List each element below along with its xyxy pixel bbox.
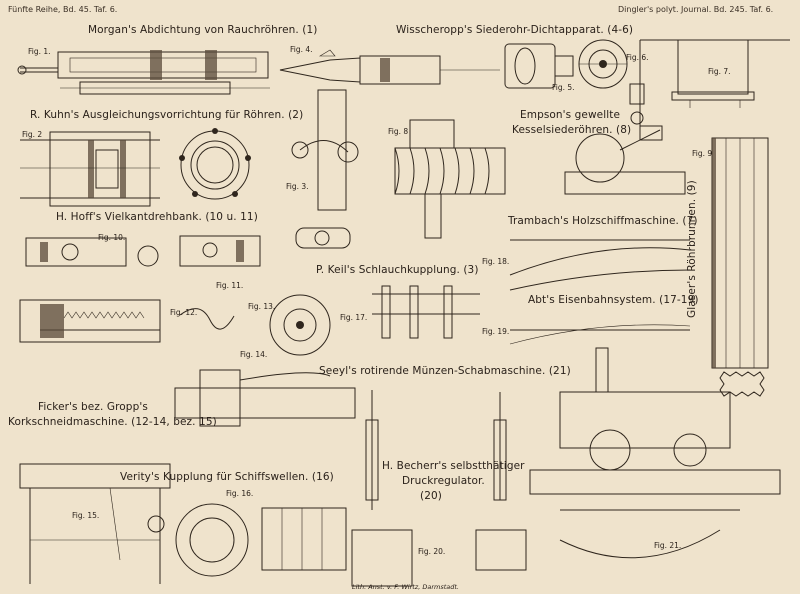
fig7-drawing — [629, 39, 790, 130]
footer-imprint: Lith. Anst. v. F. Wirtz, Darmstadt. — [352, 583, 459, 591]
fig8-drawing — [394, 119, 506, 239]
fig5-drawing — [504, 43, 574, 89]
title-ficker-1: Ficker's bez. Gropp's — [38, 401, 148, 413]
fig15-drawing — [19, 463, 171, 584]
title-seeyl: Seeyl's rotirende Münzen-Schabmaschine. … — [319, 365, 571, 377]
fig16-drawing — [175, 503, 347, 577]
fig-10-label: Fig. 10. — [98, 233, 126, 242]
fig-6-label: Fig. 6. — [626, 53, 649, 62]
fig-11-label: Fig. 11. — [216, 281, 244, 290]
fig-14-label: Fig. 14. — [240, 350, 268, 359]
flange-drawing — [179, 128, 251, 200]
fig10-11-drawing — [25, 235, 261, 267]
fig-12-label: Fig. 12. — [170, 308, 198, 317]
fig12-14-drawing — [19, 294, 331, 356]
empson-drawing — [564, 125, 686, 195]
title-abt: Abt's Eisenbahnsystem. (17-19) — [528, 294, 699, 306]
fig2-drawing — [20, 131, 160, 207]
fig-1-label: Fig. 1. — [28, 47, 51, 56]
title-ficker-2: Korkschneidmaschine. (12-14, bez. 15) — [8, 416, 217, 428]
fig4-drawing — [279, 49, 500, 85]
title-verity: Verity's Kupplung für Schiffswellen. (16… — [120, 471, 334, 483]
fig20-drawing — [351, 390, 527, 587]
fig-18-label: Fig. 18. — [482, 257, 510, 266]
fig-7-label: Fig. 7. — [708, 67, 731, 76]
header-left: Fünfte Reihe, Bd. 45. Taf. 6. — [8, 5, 118, 14]
fig9-drawing — [711, 137, 769, 397]
fig-20-label: Fig. 20. — [418, 547, 446, 556]
fig-19-label: Fig. 19. — [482, 327, 510, 336]
title-becherr-1: H. Becherr's selbstthätiger — [382, 460, 525, 472]
fig21-drawing — [174, 347, 781, 559]
title-hoff: H. Hoff's Vielkantdrehbank. (10 u. 11) — [56, 211, 258, 223]
fig-21-label: Fig. 21. — [654, 541, 682, 550]
header-right: Dingler's polyt. Journal. Bd. 245. Taf. … — [618, 5, 774, 14]
fig-3-label: Fig. 3. — [286, 182, 309, 191]
title-morgan: Morgan's Abdichtung von Rauchröhren. (1) — [88, 24, 318, 36]
title-trambach: Trambach's Holzschiffmaschine. (7) — [508, 215, 698, 227]
fig3-drawing — [291, 89, 359, 249]
fig-9-label: Fig. 9 — [692, 149, 713, 158]
fig-2-label: Fig. 2 — [22, 130, 43, 139]
fig-8-label: Fig. 8 — [388, 127, 409, 136]
fig-4-label: Fig. 4. — [290, 45, 313, 54]
fig6-drawing — [578, 39, 628, 89]
title-empson-1: Empson's gewellte — [520, 109, 621, 121]
fig-16-label: Fig. 16. — [226, 489, 254, 498]
title-kuhn: R. Kuhn's Ausgleichungsvorrichtung für R… — [30, 109, 304, 121]
title-empson-2: Kesselsiederöhren. (8) — [512, 124, 632, 136]
fig-17-label: Fig. 17. — [340, 313, 368, 322]
title-glaser: Glaser's Röhrbrunnen. (9) — [686, 180, 698, 318]
fig-5-label: Fig. 5. — [552, 83, 575, 92]
title-keil: P. Keil's Schlauchkupplung. (3) — [316, 264, 479, 276]
fig17-19-drawing — [372, 239, 691, 345]
title-becherr-2: Druckregulator. — [402, 475, 485, 487]
title-becherr-3: (20) — [420, 490, 442, 502]
fig-15-label: Fig. 15. — [72, 511, 100, 520]
title-wisscheropp: Wisscheropp's Siederohr-Dichtapparat. (4… — [396, 24, 634, 36]
fig1-drawing — [17, 50, 270, 95]
fig-13-label: Fig. 13. — [248, 302, 276, 311]
